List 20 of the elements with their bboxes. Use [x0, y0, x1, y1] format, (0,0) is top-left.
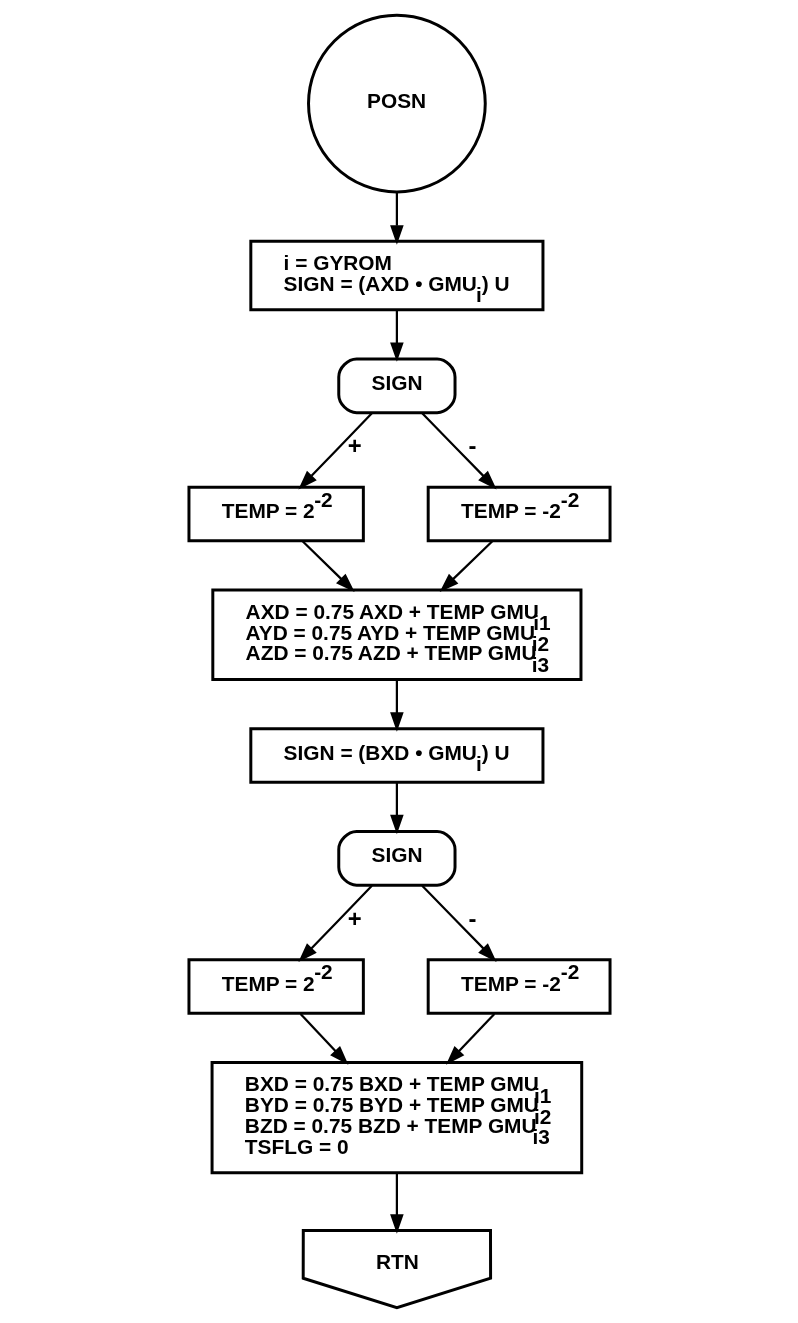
arrow [389, 310, 404, 362]
arrow [389, 782, 404, 835]
edge-label: + [347, 432, 362, 460]
edge-label: + [347, 904, 362, 932]
arrow [389, 680, 404, 732]
arrow [297, 885, 373, 962]
arrow [445, 1013, 495, 1065]
node-circle: POSN [306, 13, 487, 194]
arrow [420, 885, 497, 962]
edge-label: - [467, 904, 476, 932]
arrow [297, 412, 373, 490]
arrow [389, 192, 404, 245]
edge-label: - [467, 432, 476, 460]
arrow [420, 412, 497, 490]
arrow [389, 1172, 404, 1234]
arrow [439, 540, 493, 593]
node-box: SIGN [336, 830, 456, 887]
arrow [299, 1013, 348, 1065]
node-box: SIGN [336, 357, 456, 415]
arrow [301, 540, 355, 593]
